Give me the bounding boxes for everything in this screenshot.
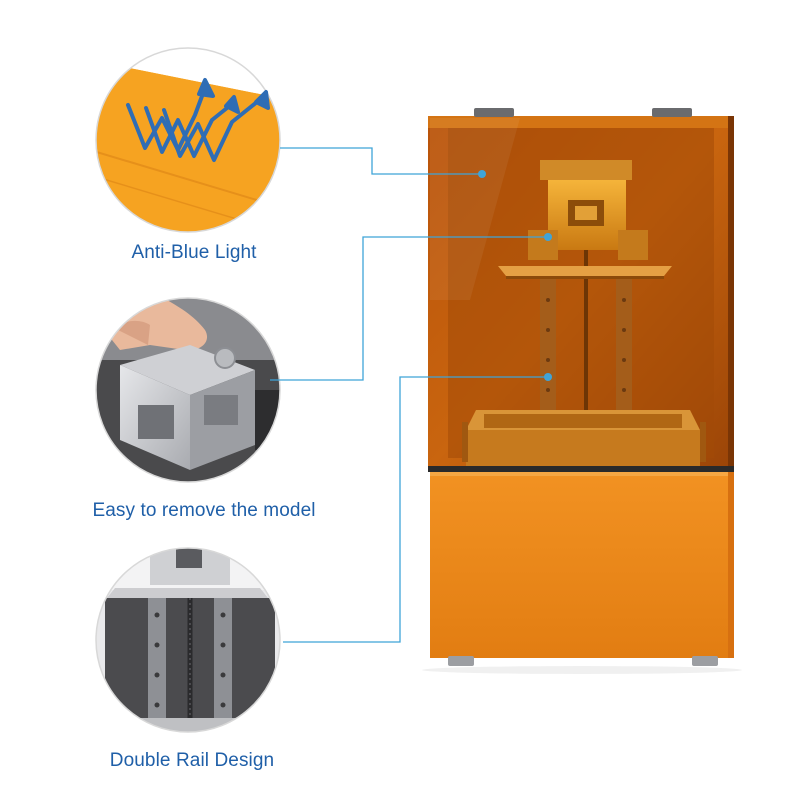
callout-dots — [478, 170, 552, 381]
feature-label-easy-remove: Easy to remove the model — [92, 500, 316, 521]
light-wave-arrows-icon — [126, 78, 270, 162]
feature-label-anti-blue-light: Anti-Blue Light — [131, 242, 257, 263]
resin-printer-illustration — [422, 108, 742, 674]
anti-blue-light-circle — [95, 47, 281, 233]
build-plate-photo — [95, 297, 281, 483]
feature-label-double-rail: Double Rail Design — [109, 750, 275, 771]
callout-lines — [270, 147, 548, 643]
double-rail-photo — [95, 547, 281, 733]
